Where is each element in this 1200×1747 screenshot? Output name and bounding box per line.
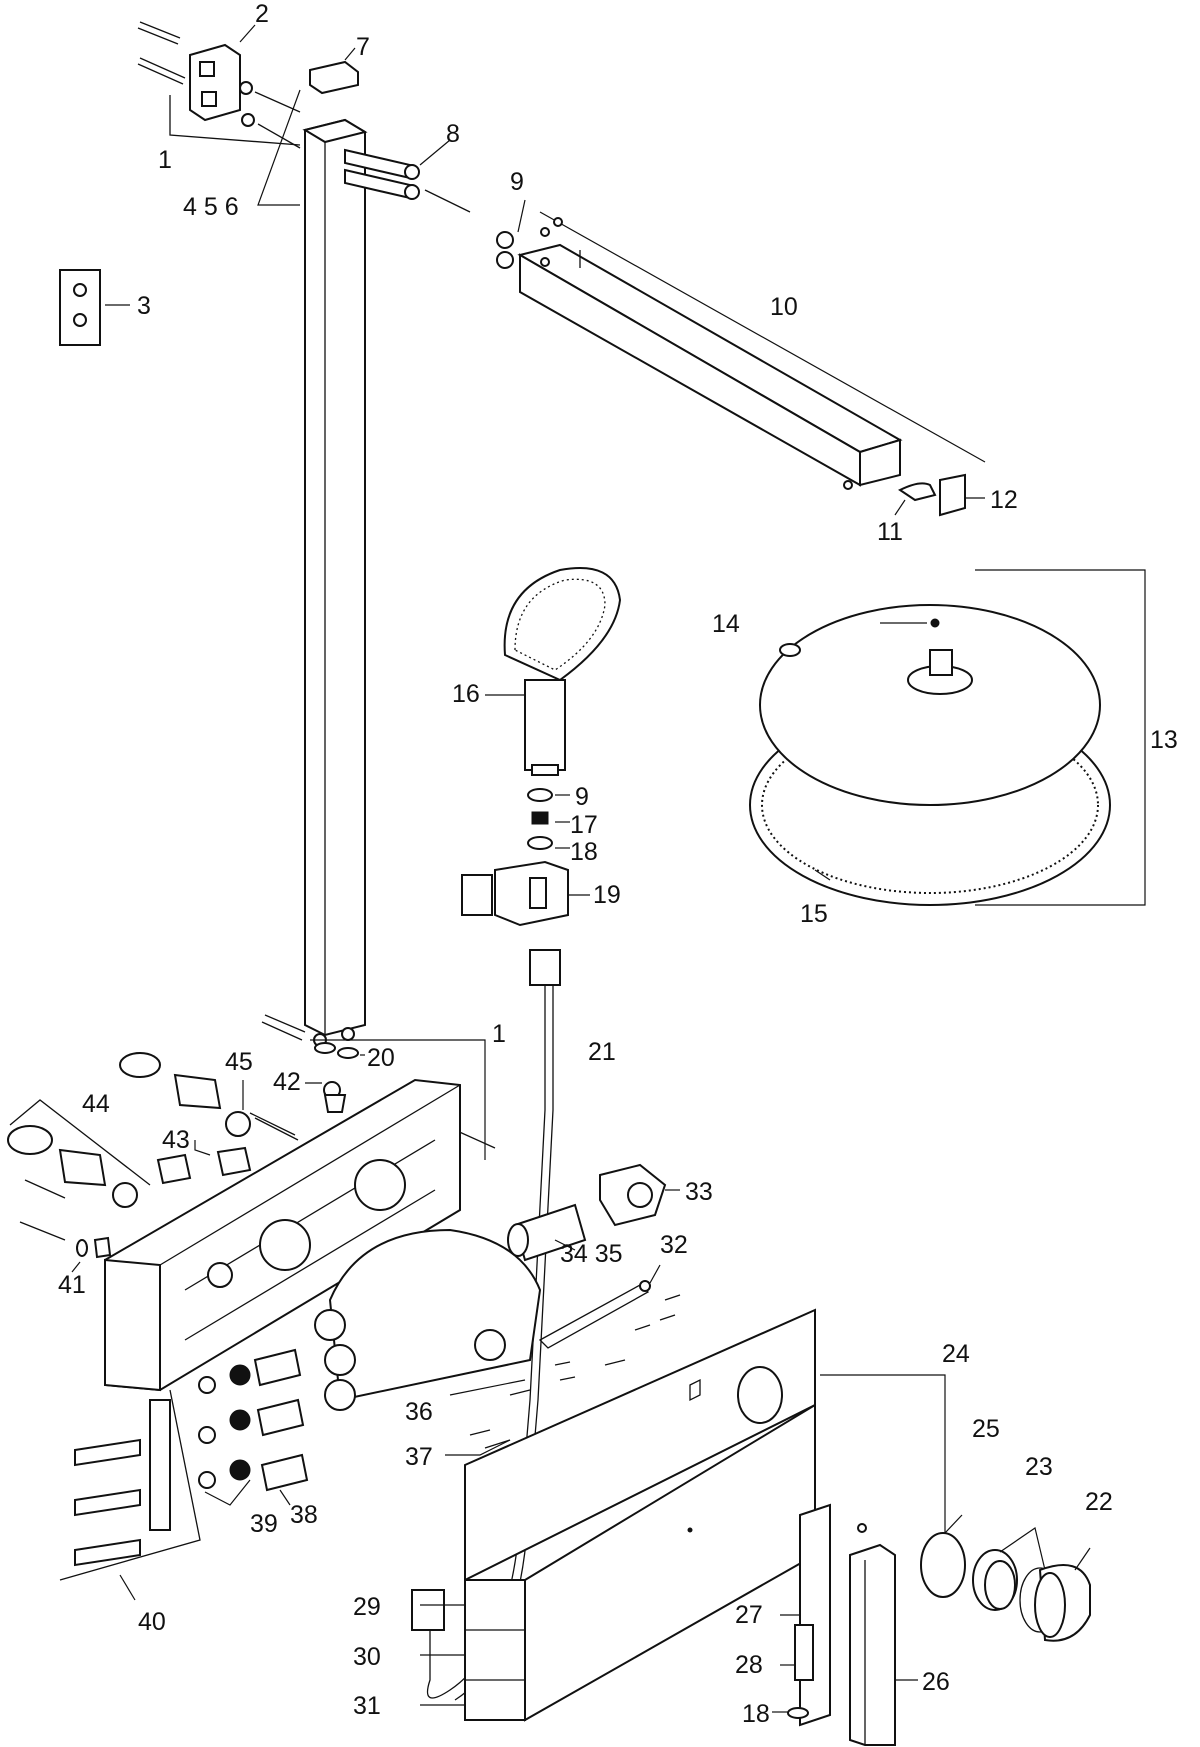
label-32: 32 — [660, 1231, 688, 1259]
label-2: 2 — [255, 0, 269, 28]
valve-33 — [599, 1163, 680, 1227]
gasket-18-bottom — [772, 1707, 809, 1719]
label-34-35: 34 35 — [560, 1240, 623, 1268]
label-29: 29 — [353, 1593, 381, 1621]
flow-limiter-17 — [531, 811, 570, 825]
label-33: 33 — [685, 1178, 713, 1206]
label-39: 39 — [250, 1510, 278, 1538]
label-8: 8 — [446, 120, 460, 148]
label-23: 23 — [1025, 1453, 1053, 1481]
label-24: 24 — [942, 1340, 970, 1368]
label-11: 11 — [877, 518, 903, 546]
bracket-lines-24 — [820, 1374, 946, 1533]
label-17: 17 — [570, 811, 598, 839]
label-14: 14 — [712, 610, 740, 638]
washer-9-lower — [527, 788, 570, 802]
label-18-top: 18 — [570, 838, 598, 866]
label-45: 45 — [225, 1048, 253, 1076]
wall-bracket-2 — [189, 24, 256, 122]
handle-22 — [1034, 1547, 1091, 1642]
label-38: 38 — [290, 1501, 318, 1529]
mixer-body — [314, 1228, 542, 1411]
label-19: 19 — [593, 881, 621, 909]
anchors-left — [19, 1112, 299, 1241]
wall-anchors-1 — [137, 21, 301, 146]
label-22: 22 — [1085, 1488, 1113, 1516]
gasket-18-top — [527, 836, 570, 850]
fitting-43 — [156, 1140, 252, 1185]
cartridges-38 — [253, 1348, 309, 1506]
label-9-lower: 9 — [575, 783, 589, 811]
washers-9-top — [496, 199, 563, 269]
label-40: 40 — [138, 1608, 166, 1636]
label-1-top: 1 — [158, 146, 172, 174]
end-cap-12 — [939, 473, 985, 517]
label-16: 16 — [452, 680, 480, 708]
label-27: 27 — [735, 1601, 763, 1629]
label-10: 10 — [770, 293, 798, 321]
hand-shower-16 — [485, 567, 622, 776]
label-44: 44 — [82, 1090, 110, 1118]
label-41: 41 — [58, 1271, 86, 1299]
mounting-plate-3 — [59, 269, 130, 346]
label-1-lower: 1 — [492, 1020, 506, 1048]
connection-rods-8 — [344, 139, 471, 213]
label-28: 28 — [735, 1651, 763, 1679]
cover-strip-26 — [849, 1523, 918, 1746]
label-26: 26 — [922, 1668, 950, 1696]
shower-riser-pipe — [302, 118, 368, 1047]
screws-36-37 — [445, 1359, 626, 1456]
label-3: 3 — [137, 292, 151, 320]
label-37: 37 — [405, 1443, 433, 1471]
shower-holder-19 — [461, 860, 590, 927]
label-18-bottom: 18 — [742, 1700, 770, 1728]
label-30: 30 — [353, 1643, 381, 1671]
clip-11 — [843, 480, 937, 516]
bracket-27-28 — [780, 1503, 831, 1727]
label-25: 25 — [972, 1415, 1000, 1443]
stop-valve-42 — [305, 1081, 347, 1113]
fitting-45 — [119, 1052, 251, 1137]
washers-20 — [314, 1042, 365, 1059]
plugs-40 — [59, 1389, 201, 1601]
springs-39 — [198, 1364, 251, 1506]
shower-arm-10 — [517, 211, 986, 487]
part-labels: 1 2 3 4 5 6 7 8 9 10 11 12 13 14 15 16 9… — [58, 0, 1178, 1728]
cover-cap-7 — [309, 47, 359, 95]
label-7: 7 — [356, 33, 370, 61]
check-valve-41 — [71, 1236, 112, 1273]
label-21: 21 — [588, 1038, 616, 1066]
label-4-5-6: 4 5 6 — [183, 193, 239, 221]
wall-box-frame — [104, 1078, 461, 1392]
label-36: 36 — [405, 1398, 433, 1426]
thermostat-cartridge-34-35 — [507, 1203, 587, 1262]
label-31: 31 — [353, 1692, 381, 1720]
label-15: 15 — [800, 900, 828, 928]
label-20: 20 — [367, 1044, 395, 1072]
fitting-44 — [7, 1099, 151, 1208]
label-13: 13 — [1150, 726, 1178, 754]
o-ring-25 — [920, 1514, 966, 1598]
label-43: 43 — [162, 1126, 190, 1154]
label-9-top: 9 — [510, 168, 524, 196]
bracket-32 — [538, 1264, 681, 1349]
front-panel-29-30-31 — [420, 1308, 816, 1722]
label-42: 42 — [273, 1068, 301, 1096]
anchors-1-lower — [261, 1014, 496, 1160]
screws-4-5-6 — [239, 81, 301, 206]
label-12: 12 — [990, 486, 1018, 514]
overhead-shower-13 — [749, 569, 1146, 906]
